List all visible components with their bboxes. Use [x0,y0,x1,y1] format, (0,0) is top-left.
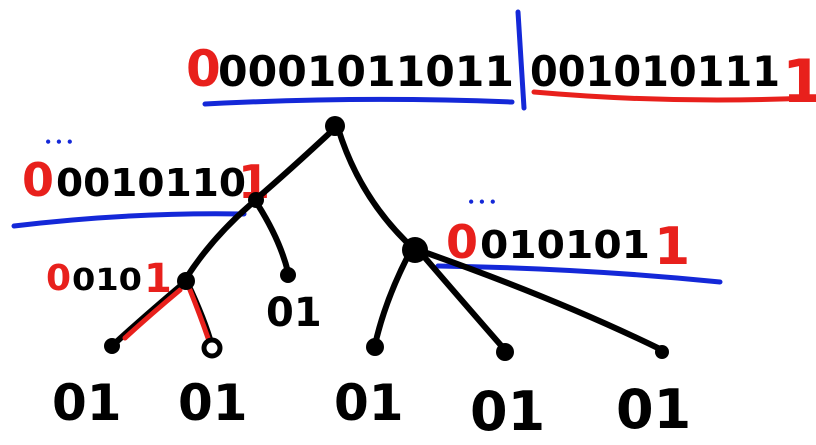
leftleft-bits: 010 [72,263,142,298]
edge-left-leftleft [182,202,253,283]
node-right [402,237,428,263]
leaf-node-l2 [280,267,296,283]
root-first-bit: 0 [186,40,221,98]
edge-root-left [252,125,338,203]
tree-nodes [104,116,669,361]
leaf-label-4: 01 [470,380,545,443]
root-right-underline [531,89,813,103]
right-node-last-bit: 1 [654,217,690,277]
edge-right-leaf3 [421,249,665,353]
node-root [325,116,345,136]
root-divider [515,9,527,111]
right-node-bits: 010101 [480,223,650,267]
left-node-dots: • • • [45,132,73,152]
leaf-label-1: 01 [52,374,122,432]
leaf-node-r2 [496,343,514,361]
leaf-node-r3 [655,345,669,359]
edge-root-right [335,125,418,253]
edge-left-leaf [255,202,291,275]
edge-right-leaf2 [417,249,508,353]
left-node-first-bit: 0 [22,153,54,207]
leaf-node-ll1 [104,338,120,354]
right-node-label: • • • 0 010101 1 [446,192,690,277]
leaf-node-ll2 [201,337,223,359]
leaf-label-left: 01 [266,290,322,336]
root-last-one: 1 [782,47,816,117]
right-node-dots: • • • [468,192,496,212]
root-left-underline [202,96,515,107]
left-node-underline [11,211,247,229]
node-leftleft [177,272,195,290]
edge-right-leaf1 [372,249,413,348]
root-right-bits: 001010111 [530,47,780,96]
leaf-label-3: 01 [334,374,404,432]
leaf-node-r1 [366,338,384,356]
left-node-bits: 0010110 [56,161,246,205]
edge-red-overlay-right [187,287,211,341]
right-node-underline [435,263,723,285]
leaf-label-5: 01 [616,378,691,441]
leftleft-node-label: 0 010 1 [46,256,172,302]
leftleft-first-bit: 0 [46,258,71,299]
node-left [248,192,264,208]
leaf-labels: 01 01 01 01 01 01 [52,290,691,443]
edge-red-overlay-left [122,287,183,341]
root-left-bits: 0001011011 [218,47,514,96]
root-label: 0 0001011011 001010111 1 [186,40,816,117]
leaf-label-2: 01 [178,374,248,432]
left-node-label: • • • 0 0010110 1 [22,132,270,209]
